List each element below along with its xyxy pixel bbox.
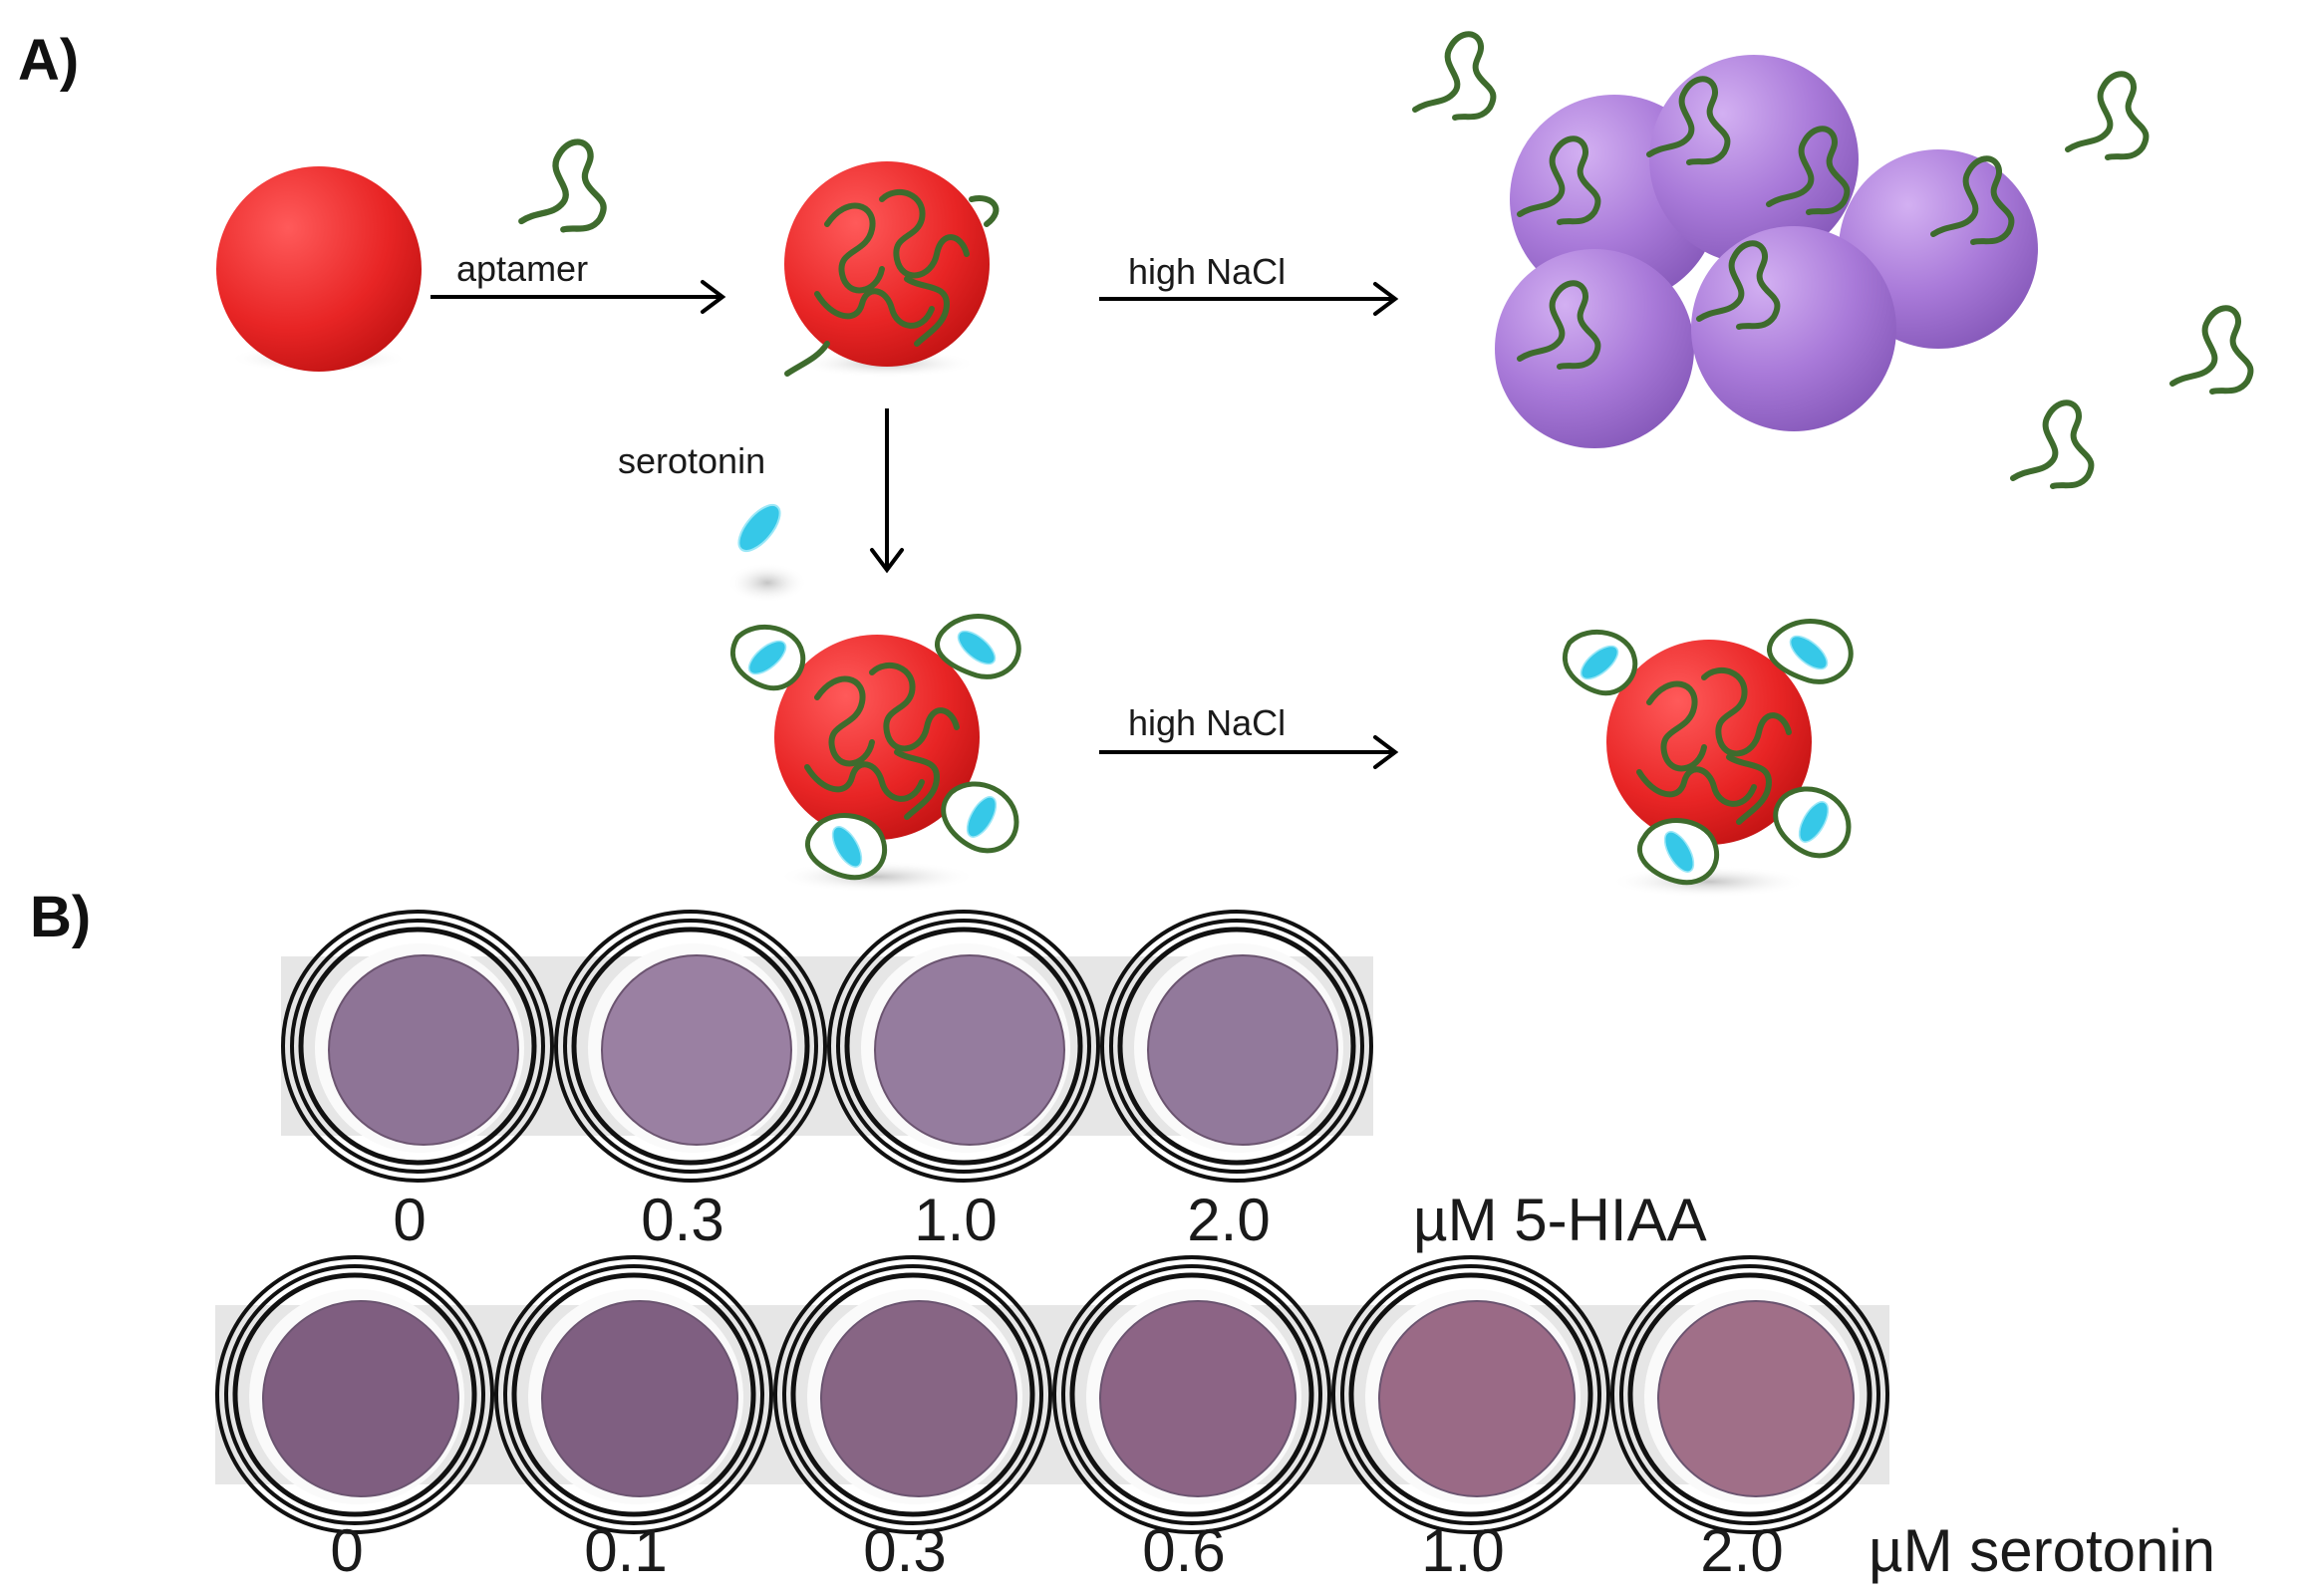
aptamer-label: aptamer xyxy=(456,248,588,289)
well-serotonin-5 xyxy=(1610,1255,1889,1534)
well-5hiaa-3 xyxy=(1100,910,1373,1183)
well-label-serotonin-1: 0.1 xyxy=(584,1517,667,1584)
bare-gold-nanoparticle xyxy=(216,166,422,372)
well-serotonin-0 xyxy=(215,1255,494,1534)
free-aptamer-strand xyxy=(521,142,603,230)
serotonin-molecule xyxy=(730,497,788,559)
well-serotonin-2 xyxy=(773,1255,1052,1534)
well-label-serotonin-0: 0 xyxy=(330,1517,363,1584)
well-label-5hiaa-0: 0 xyxy=(393,1187,426,1253)
well-label-5hiaa-2: 1.0 xyxy=(914,1187,997,1253)
unit-serotonin: µM serotonin xyxy=(1869,1517,2215,1584)
well-labels-serotonin: 0 0.1 0.3 0.6 1.0 2.0 xyxy=(330,1517,1783,1584)
panel-a-label: A) xyxy=(18,28,79,93)
well-label-5hiaa-1: 0.3 xyxy=(641,1187,723,1253)
high-nacl-bottom-arrow xyxy=(1099,735,1399,769)
well-serotonin-4 xyxy=(1331,1255,1610,1534)
high-nacl-top-arrow xyxy=(1099,282,1399,316)
well-label-serotonin-5: 2.0 xyxy=(1700,1517,1783,1584)
aptamer-coating xyxy=(784,192,1000,377)
well-label-serotonin-3: 0.6 xyxy=(1142,1517,1225,1584)
bound-aptamer-coating-left xyxy=(729,614,1021,881)
well-label-5hiaa-3: 2.0 xyxy=(1187,1187,1270,1253)
well-serotonin-3 xyxy=(1052,1255,1331,1534)
well-label-serotonin-4: 1.0 xyxy=(1421,1517,1504,1584)
bound-aptamer-coating-right xyxy=(1562,619,1854,886)
serotonin-shadow xyxy=(727,563,807,603)
well-5hiaa-0 xyxy=(281,910,554,1183)
unit-5hiaa: µM 5-HIAA xyxy=(1413,1187,1707,1253)
well-row-serotonin xyxy=(215,1255,1889,1534)
well-labels-5hiaa: 0 0.3 1.0 2.0 xyxy=(393,1187,1270,1253)
well-label-serotonin-2: 0.3 xyxy=(863,1517,946,1584)
aggregated-nanoparticles xyxy=(1495,55,2038,448)
aptamer-arrow xyxy=(431,280,726,314)
serotonin-down-arrow xyxy=(870,408,904,574)
well-5hiaa-1 xyxy=(554,910,827,1183)
serotonin-label: serotonin xyxy=(618,440,765,481)
panel-b-label: B) xyxy=(30,885,91,949)
high-nacl-top-label: high NaCl xyxy=(1128,251,1286,292)
well-row-5hiaa xyxy=(281,910,1373,1183)
high-nacl-bottom-label: high NaCl xyxy=(1128,702,1286,743)
well-5hiaa-2 xyxy=(827,910,1100,1183)
well-serotonin-1 xyxy=(494,1255,773,1534)
